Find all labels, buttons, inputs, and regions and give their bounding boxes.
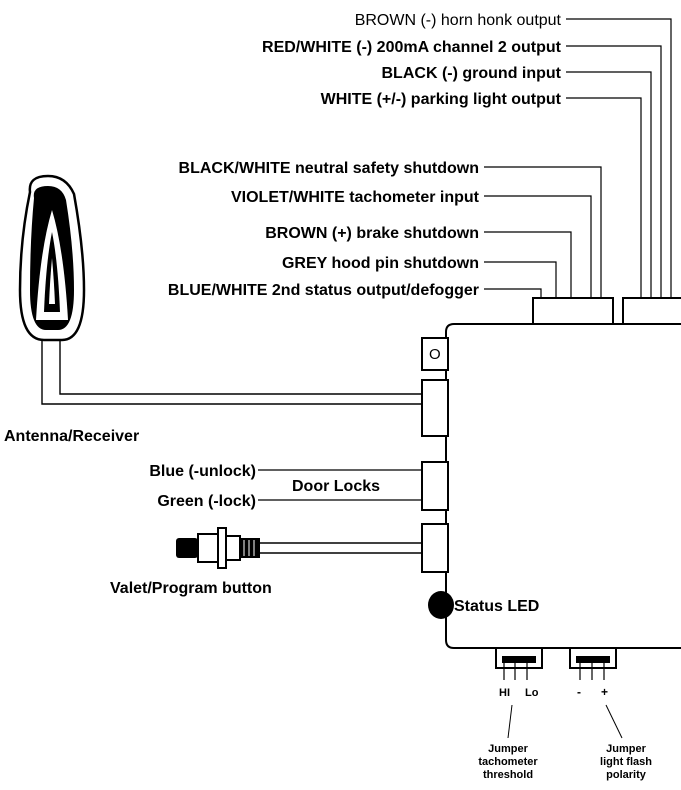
connector-tab [421,337,449,371]
status-led [428,591,454,619]
antenna-receiver-unit [18,174,86,342]
jumper-light-minus-label: - [577,685,581,699]
jumper-tach-hi-label: HI [499,687,510,699]
top-wire-leaders [566,18,672,298]
jumper-tach-lo-label: Lo [525,687,539,699]
valet-cable [260,542,422,554]
connector-antenna [421,379,449,437]
wire-label-red-white-channel2: RED/WHITE (-) 200mA channel 2 output [262,39,562,56]
connector-door-locks [421,461,449,511]
jumper-light-plus-label: + [601,685,608,699]
door-locks-title: Door Locks [292,478,380,495]
wire-label-white-parking-light: WHITE (+/-) parking light output [321,91,562,108]
wire-label-brown-horn: BROWN (-) horn honk output [355,12,562,29]
wire-label-brown-brake: BROWN (+) brake shutdown [265,225,479,242]
door-lock-leaders [258,469,422,501]
jumper-tach-block [495,647,543,739]
wire-label-grey-hood-pin: GREY hood pin shutdown [282,255,479,272]
jumper-light-caption-1: Jumper [606,743,646,755]
wire-label-black-white-neutral: BLACK/WHITE neutral safety shutdown [179,160,479,177]
jumper-tach-caption-3: threshold [483,769,533,781]
door-lock-blue-label: Blue (-unlock) [149,463,256,480]
status-led-label: Status LED [454,598,539,615]
jumper-light-caption-3: polarity [606,769,647,781]
module-body [445,323,681,649]
valet-button-graphic [176,527,260,569]
jumper-light-block [569,647,623,739]
door-lock-green-label: Green (-lock) [157,493,256,510]
wire-label-blue-white-status: BLUE/WHITE 2nd status output/defogger [168,282,479,299]
jumper-light-caption-2: light flash [600,756,652,768]
connector-top-left [532,297,614,326]
mid-wire-leaders [484,166,602,298]
jumper-tach-caption-1: Jumper [488,743,528,755]
antenna-receiver-label: Antenna/Receiver [4,428,139,445]
connector-top-right [622,297,681,326]
valet-button-label: Valet/Program button [110,580,272,597]
jumper-tach-caption-2: tachometer [478,756,538,768]
connector-tab-mark: O [429,346,441,363]
antenna-cable [41,340,422,405]
connector-valet [421,523,449,573]
wire-label-black-ground: BLACK (-) ground input [382,65,562,82]
wire-label-violet-white-tach: VIOLET/WHITE tachometer input [231,189,480,206]
